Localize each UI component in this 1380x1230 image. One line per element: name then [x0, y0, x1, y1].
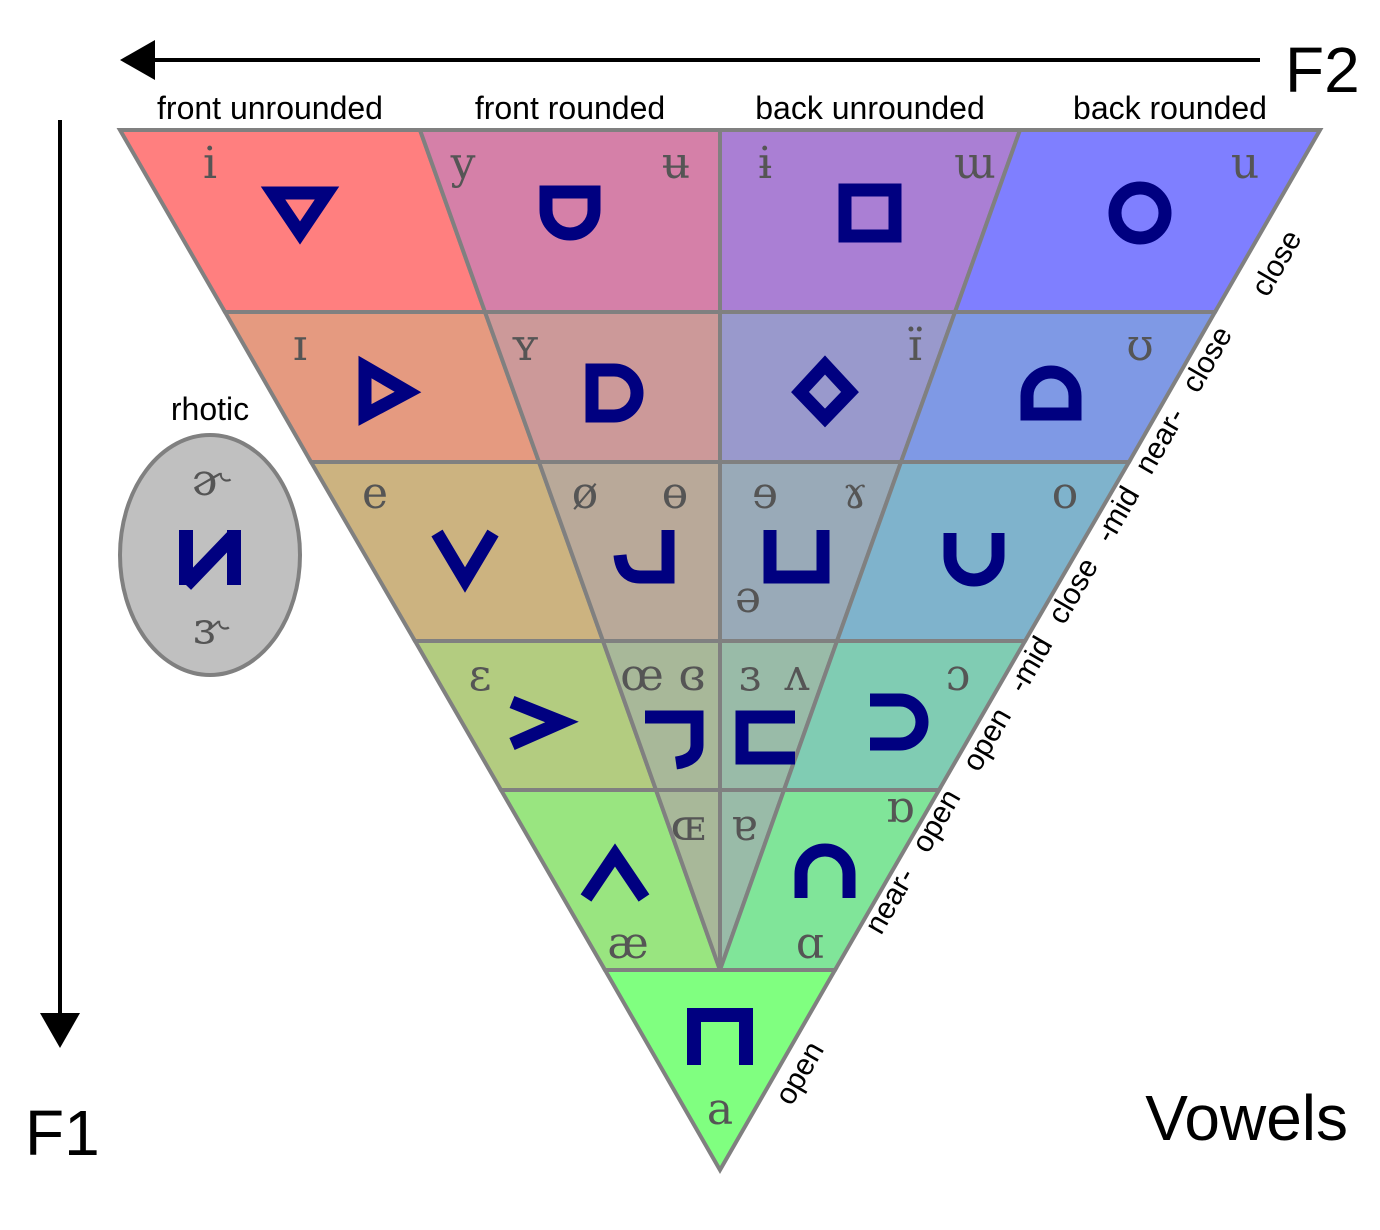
vowel-regions	[116, 128, 1324, 1175]
ipa-turned-a: ɐ	[731, 800, 757, 851]
chart-title: Vowels	[1145, 1082, 1348, 1154]
region-open	[601, 968, 839, 1175]
ipa-rams-horn: ɤ	[843, 468, 868, 519]
ipa-barred-o: ɵ	[662, 468, 689, 519]
ipa-symbols: i y ʉ ɨ ɯ u ɪ ʏ ɪ̈ ʊ e ø ɵ ɘ ɤ ə o ɛ œ ɞ…	[203, 138, 1259, 1135]
cup-d-down-icon	[539, 185, 601, 241]
ipa-y: y	[450, 138, 476, 189]
ipa-o-slash: ø	[572, 468, 599, 519]
diamond-icon	[791, 355, 859, 428]
bracket-open-icon	[735, 710, 795, 765]
d-shape-icon	[585, 363, 644, 423]
ipa-i: i	[203, 138, 217, 189]
square-arch-icon	[687, 1008, 753, 1065]
ipa-closed-rev-epsilon: ɞ	[679, 650, 706, 701]
column-front-unrounded: front unrounded	[157, 90, 383, 126]
corner-hook-down-icon	[645, 710, 704, 770]
square-icon	[838, 183, 902, 243]
f2-axis-arrow	[120, 40, 1260, 80]
v-shape-icon	[431, 529, 499, 593]
ipa-o: o	[1052, 468, 1079, 519]
ipa-turned-m: ɯ	[954, 138, 996, 189]
rhotic-label: rhotic	[171, 391, 249, 427]
column-back-rounded: back rounded	[1073, 90, 1267, 126]
ipa-a: a	[707, 1084, 733, 1135]
ipa-epsilon: ɛ	[469, 650, 492, 701]
vowel-glyphs	[260, 181, 1172, 1065]
cup-square-icon	[763, 530, 830, 584]
triangle-down-icon	[260, 186, 340, 245]
caret-up-icon	[580, 843, 650, 902]
f1-axis-arrow	[40, 120, 80, 1048]
ipa-ae: æ	[607, 918, 648, 969]
arch-icon	[794, 843, 856, 898]
corner-hook-left-icon	[613, 530, 675, 584]
f1-axis-label: F1	[25, 1097, 100, 1169]
ipa-small-cap-i: ɪ	[293, 320, 307, 371]
ipa-oe: œ	[620, 650, 664, 701]
ipa-barred-i: ɨ	[758, 138, 772, 189]
dome-icon	[1020, 365, 1082, 421]
ipa-small-cap-oe: ɶ	[671, 800, 706, 851]
ipa-schwa: ə	[735, 572, 761, 623]
c-shape-right-icon	[870, 693, 929, 751]
ipa-e: e	[362, 468, 388, 519]
ipa-barred-small-i: ɪ̈	[908, 320, 922, 371]
ipa-u: u	[1231, 138, 1259, 189]
ipa-rev-epsilon: ɜ	[739, 650, 761, 701]
ipa-turned-v: ʌ	[784, 650, 810, 701]
ipa-barred-u: ʉ	[662, 138, 690, 189]
ipa-rhotic-rev-epsilon: ɝ	[193, 603, 230, 654]
ipa-small-cap-y: ʏ	[511, 320, 540, 371]
rhotic-n-glyph-icon	[179, 530, 241, 590]
angle-right-icon	[509, 695, 579, 750]
circle-icon	[1108, 181, 1172, 245]
ipa-open-o: ɔ	[946, 650, 971, 701]
ipa-rhotic-schwa: ɚ	[191, 455, 231, 506]
column-back-unrounded: back unrounded	[755, 90, 985, 126]
ipa-turned-script-a: ɒ	[886, 782, 914, 833]
ipa-reversed-e: ɘ	[752, 468, 778, 519]
ipa-script-a: ɑ	[796, 918, 824, 969]
ipa-upsilon: ʊ	[1126, 320, 1153, 371]
f2-axis-label: F2	[1285, 34, 1360, 106]
column-front-rounded: front rounded	[475, 90, 665, 126]
u-shape-icon	[943, 533, 1005, 587]
triangle-right-icon	[358, 355, 422, 426]
